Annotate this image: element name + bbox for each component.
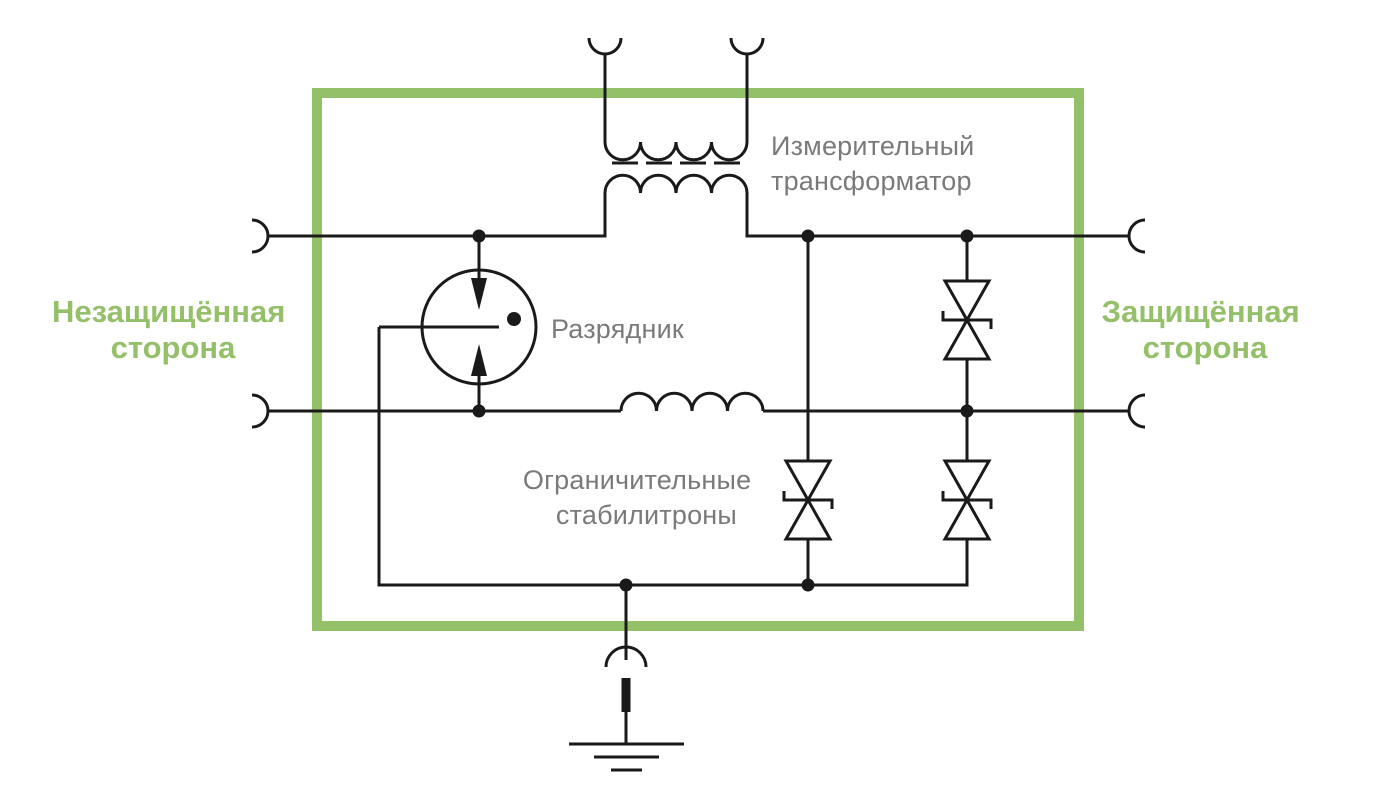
left-bottom-connector-icon: [251, 393, 317, 429]
right-top-connector-icon: [1079, 218, 1146, 254]
junction-dots: [472, 229, 974, 592]
protected-side-label: Защищённая сторона: [1102, 294, 1309, 365]
ground-bus-wires: [377, 327, 969, 587]
tvs-diode-lower-left-icon: [782, 236, 834, 585]
tvs-diode-upper-right-icon: [941, 236, 993, 461]
inductor-icon: [619, 391, 765, 412]
measuring-transformer-icon: [603, 93, 749, 194]
tvs-diode-lower-right-icon: [941, 459, 993, 541]
limiting-zener-diodes-label: Ограничительные стабилитроны: [523, 465, 759, 530]
right-bottom-connector-icon: [1079, 393, 1146, 429]
gas-discharge-tube-label: Разрядник: [551, 314, 684, 344]
transformer-top-left-connector-icon: [587, 37, 623, 93]
top-line-wires: [317, 193, 1079, 238]
transformer-top-right-connector-icon: [729, 37, 765, 93]
gas-discharge-tube-icon: [379, 236, 538, 411]
measuring-transformer-label: Измерительный трансформатор: [771, 131, 982, 196]
ground-connection: [604, 585, 648, 744]
unprotected-side-label: Незащищённая сторона: [52, 294, 294, 365]
protection-module-frame: [312, 88, 1084, 631]
left-top-connector-icon: [251, 218, 317, 254]
ground-connector-icon: [604, 645, 648, 668]
ground-icon: [569, 742, 684, 772]
